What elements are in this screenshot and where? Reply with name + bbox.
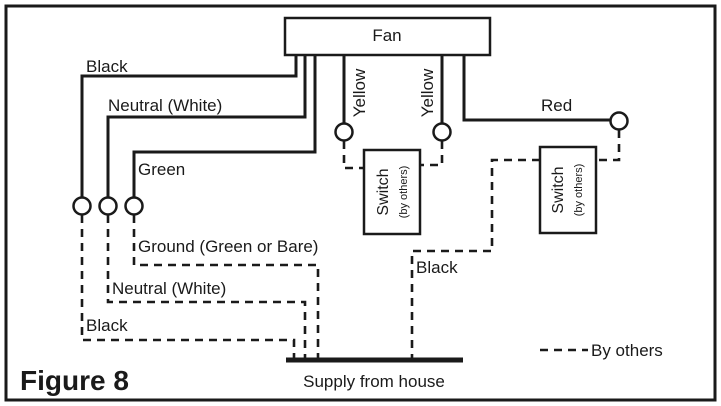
black-dashed-wire: [80, 215, 296, 360]
legend-label: By others: [591, 341, 663, 360]
switch-left-subtitle: (by others): [398, 166, 410, 219]
red-label: Red: [541, 96, 572, 115]
switch-right-subtitle: (by others): [573, 164, 585, 217]
fan-box: [283, 16, 492, 57]
ground-bottom-label: Ground (Green or Bare): [138, 237, 318, 256]
switch-right-dashed-wire-top: [596, 130, 621, 162]
neutral-wire: [106, 55, 307, 197]
black-right-label: Black: [416, 258, 458, 277]
green-top-label: Green: [138, 160, 185, 179]
switch-left-dashed-wire: [342, 141, 364, 170]
switch-left-dashed-wire-right: [420, 141, 444, 167]
ground-dashed-wire: [132, 215, 320, 360]
neutral-dashed-wire: [106, 215, 307, 360]
switch-right-box: [538, 145, 598, 235]
red-wire: [462, 55, 610, 122]
figure-label: Figure 8: [20, 365, 129, 396]
fan-label: Fan: [372, 26, 401, 45]
neutral-top-label: Neutral (White): [108, 96, 222, 115]
red-terminal: [609, 111, 629, 131]
switch-left-title: Switch: [375, 168, 392, 215]
green-wire: [132, 55, 317, 197]
black-terminal: [72, 196, 92, 216]
yellow-left-label: Yellow: [350, 68, 369, 117]
green-terminal: [124, 196, 144, 216]
switch-right-dashed-wire-left: [410, 158, 540, 360]
black-bottom-label: Black: [86, 316, 128, 335]
yellow-right-terminal: [432, 122, 452, 142]
black-top-label: Black: [86, 57, 128, 76]
switch-right-title: Switch: [550, 166, 567, 213]
black-wire: [80, 55, 298, 197]
yellow-right-label: Yellow: [418, 68, 437, 117]
yellow-left-terminal: [334, 122, 354, 142]
neutral-bottom-label: Neutral (White): [112, 279, 226, 298]
switch-left-box: [362, 148, 422, 236]
neutral-terminal: [98, 196, 118, 216]
diagram-border: [4, 4, 717, 402]
supply-label: Supply from house: [303, 372, 445, 391]
